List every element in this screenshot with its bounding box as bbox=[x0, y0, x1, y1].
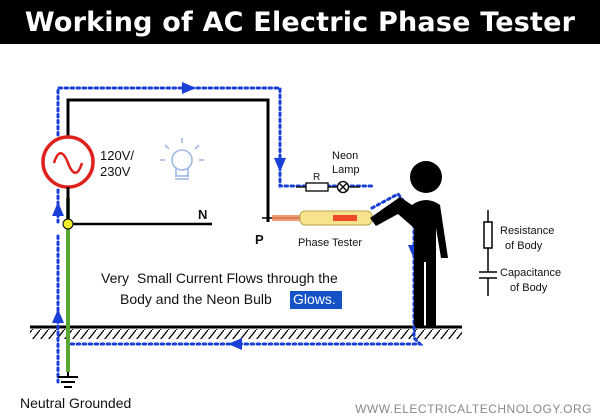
phase-tester bbox=[262, 210, 373, 226]
light-bulb-icon bbox=[160, 138, 204, 180]
caption-line1: Small Current Flows through the bbox=[137, 270, 338, 286]
voltage-label-line2: 230V bbox=[100, 164, 131, 179]
tester-schematic bbox=[296, 180, 360, 194]
neutral-junction bbox=[62, 218, 74, 230]
neon-lamp-label-line1: Neon bbox=[332, 150, 358, 162]
ground-label: Neutral Grounded bbox=[20, 395, 131, 411]
circuit-wires bbox=[66, 98, 270, 226]
resistance-label-line2: of Body bbox=[505, 240, 543, 252]
resistor-label: R bbox=[313, 172, 320, 183]
capacitance-label-line1: Capacitance bbox=[500, 267, 561, 279]
ac-source bbox=[41, 135, 95, 222]
phase-terminal-label: P bbox=[255, 232, 264, 247]
person-icon bbox=[370, 161, 448, 326]
voltage-label-line1: 120V/ bbox=[100, 148, 134, 163]
title-banner: Working of AC Electric Phase Tester bbox=[0, 0, 600, 44]
caption-very: Very bbox=[101, 270, 129, 286]
resistance-label-line1: Resistance bbox=[500, 225, 554, 237]
phase-tester-label: Phase Tester bbox=[298, 237, 362, 249]
caption-highlight: Glows. bbox=[293, 291, 336, 307]
neutral-terminal-label: N bbox=[198, 207, 207, 222]
caption-line2: Body and the Neon Bulb bbox=[120, 291, 272, 307]
phase-wire bbox=[66, 98, 270, 222]
body-equivalent-circuit bbox=[479, 210, 497, 296]
watermark: WWW.ELECTRICALTECHNOLOGY.ORG bbox=[355, 402, 592, 416]
neon-lamp-label-line2: Lamp bbox=[332, 164, 360, 176]
earth-ground bbox=[30, 325, 462, 339]
capacitance-label-line2: of Body bbox=[510, 282, 548, 294]
page-title: Working of AC Electric Phase Tester bbox=[24, 6, 576, 38]
glows-highlight bbox=[290, 291, 342, 309]
